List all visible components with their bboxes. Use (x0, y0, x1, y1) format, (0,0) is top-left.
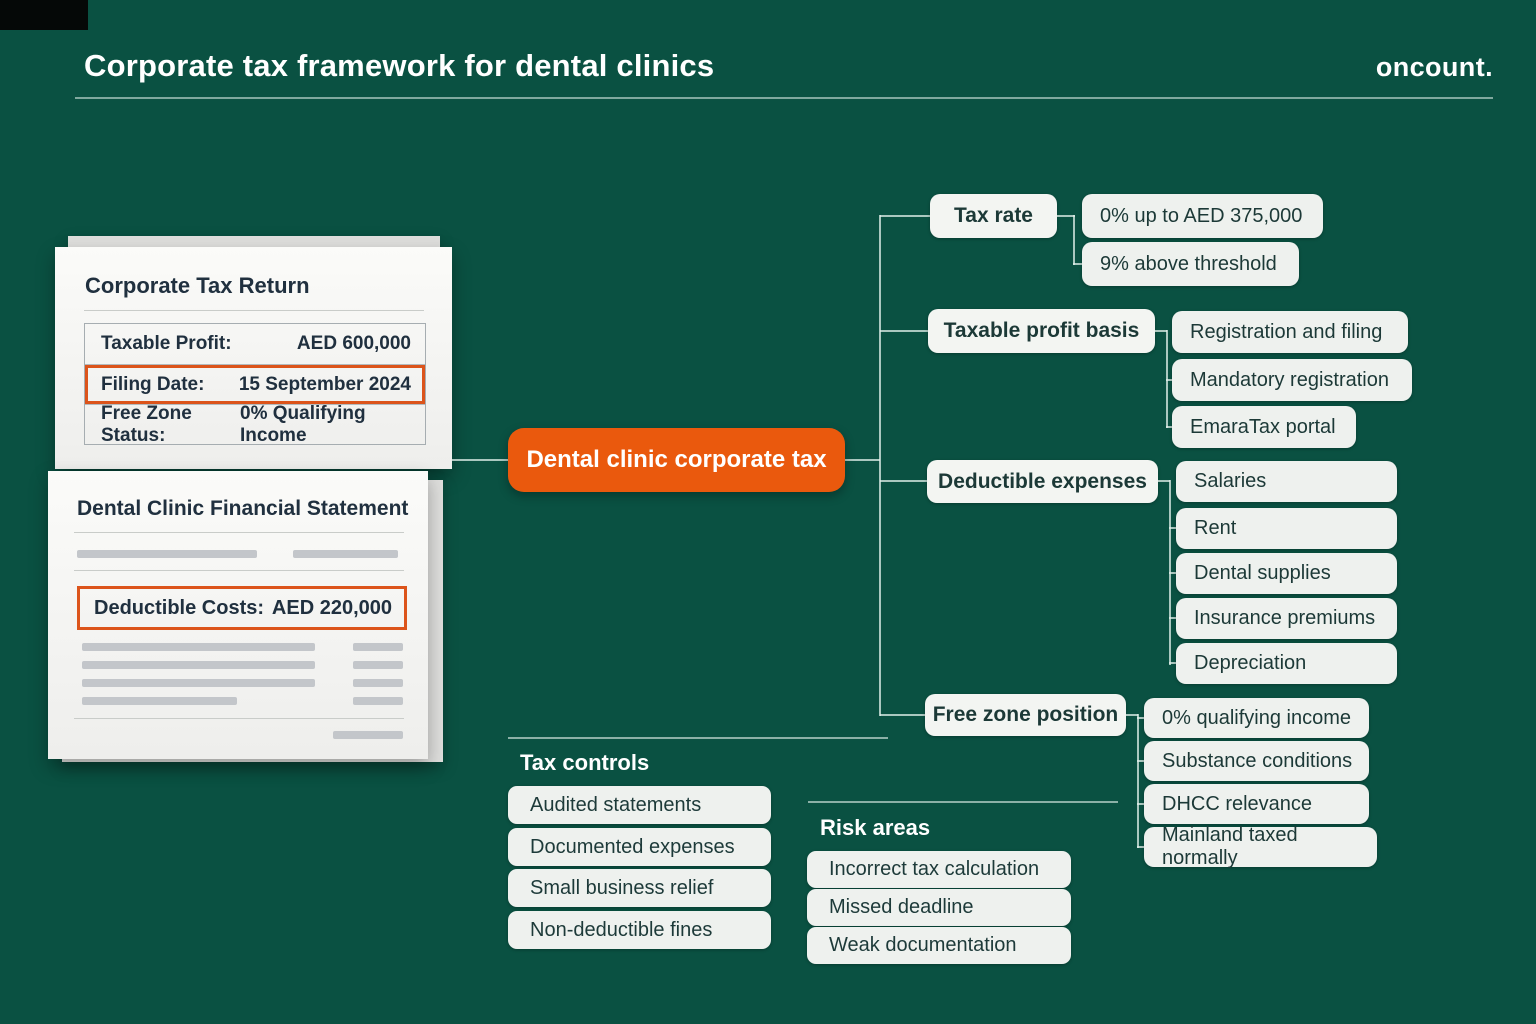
placeholder-bar (353, 643, 403, 651)
document-title: Corporate Tax Return (85, 273, 310, 298)
connector-branch (880, 480, 927, 482)
connector-child (1137, 760, 1144, 762)
branch-child: Mandatory registration (1172, 359, 1412, 401)
page-title: Corporate tax framework for dental clini… (84, 48, 715, 83)
list-item: Small business relief (508, 869, 771, 907)
document-divider (74, 718, 404, 719)
row-value: AED 220,000 (271, 596, 392, 619)
table-row: Free Zone Status: 0% Qualifying Income (85, 402, 425, 446)
row-value: 0% Qualifying Income (240, 402, 366, 446)
branch-child: EmaraTax portal (1172, 406, 1356, 448)
connector-child (1158, 480, 1170, 482)
list-item: Audited statements (508, 786, 771, 824)
placeholder-bar (82, 643, 315, 651)
connector-child (1155, 330, 1167, 332)
row-label: Deductible Costs: (94, 596, 265, 619)
branch-child: 9% above threshold (1082, 242, 1299, 286)
connector-child (1169, 572, 1177, 574)
placeholder-bar (82, 697, 237, 705)
tax-return-table: Taxable Profit: AED 600,000 Filing Date:… (84, 323, 426, 446)
connector-branch (880, 714, 925, 716)
connector-child (1166, 426, 1173, 428)
branch-child: DHCC relevance (1144, 784, 1369, 824)
connector-trunk (879, 215, 881, 716)
row-label: Taxable Profit: (101, 333, 232, 354)
placeholder-bar (293, 550, 398, 558)
placeholder-bar (82, 661, 315, 669)
placeholder-bar (77, 550, 257, 558)
placeholder-bar (353, 697, 403, 705)
branch-child: Depreciation (1176, 643, 1397, 684)
document-corporate-tax-return: Corporate Tax Return Taxable Profit: AED… (55, 247, 452, 469)
document-title: Dental Clinic Financial Statement (77, 497, 409, 520)
document-financial-statement: Dental Clinic Financial Statement Deduct… (48, 471, 428, 759)
row-label: Free Zone Status: (101, 402, 192, 446)
table-row-highlighted: Filing Date: 15 September 2024 (85, 364, 425, 404)
deductible-costs-highlight: Deductible Costs: AED 220,000 (77, 586, 407, 630)
connector-child (1073, 263, 1082, 265)
placeholder-bar (353, 661, 403, 669)
connector-child (1137, 803, 1144, 805)
branch-taxable-profit-basis: Taxable profit basis (928, 309, 1155, 353)
tax-controls-divider (508, 737, 888, 739)
list-item: Weak documentation (807, 927, 1071, 964)
row-value: 15 September 2024 (238, 373, 411, 395)
connector-branch (880, 215, 930, 217)
corner-artifact (0, 0, 88, 30)
row-label: Filing Date: (101, 373, 205, 395)
branch-child: Rent (1176, 508, 1397, 549)
branch-child: Substance conditions (1144, 741, 1369, 781)
placeholder-bar (82, 679, 315, 687)
branch-child: 0% up to AED 375,000 (1082, 194, 1323, 238)
connector-child (1137, 846, 1144, 848)
document-divider (84, 310, 424, 311)
list-item: Incorrect tax calculation (807, 851, 1071, 888)
connector-child (1169, 617, 1177, 619)
row-value: AED 600,000 (296, 333, 411, 354)
tax-controls-title: Tax controls (520, 750, 650, 775)
placeholder-bar (333, 731, 403, 739)
risk-areas-title: Risk areas (820, 815, 931, 840)
connector-child (1137, 714, 1139, 848)
connector-branch (880, 330, 928, 332)
connector-child (1057, 215, 1075, 217)
branch-child: Salaries (1176, 461, 1397, 502)
branch-child: 0% qualifying income (1144, 698, 1369, 738)
connector-node-to-trunk (845, 459, 880, 461)
connector-doc-to-node (452, 459, 508, 461)
branch-free-zone-position: Free zone position (925, 694, 1126, 736)
brand-logo: oncount. (1375, 52, 1493, 82)
header-divider (75, 97, 1493, 99)
connector-child (1137, 717, 1144, 719)
list-item: Missed deadline (807, 889, 1071, 926)
table-row: Taxable Profit: AED 600,000 (85, 324, 425, 364)
branch-child: Dental supplies (1176, 553, 1397, 594)
connector-child (1169, 527, 1177, 529)
branch-child: Mainland taxed normally (1144, 824, 1377, 869)
connector-child (1126, 714, 1138, 716)
document-divider (74, 570, 404, 571)
branch-child: Registration and filing (1172, 311, 1408, 353)
branch-deductible-expenses: Deductible expenses (927, 460, 1158, 503)
risk-areas-divider (808, 801, 1118, 803)
list-item: Documented expenses (508, 828, 771, 866)
connector-child (1169, 662, 1177, 664)
document-divider (74, 532, 404, 533)
central-node: Dental clinic corporate tax (508, 428, 845, 492)
branch-tax-rate: Tax rate (930, 194, 1057, 238)
connector-child (1073, 215, 1075, 265)
placeholder-bar (353, 679, 403, 687)
list-item: Non-deductible fines (508, 911, 771, 949)
branch-child: Insurance premiums (1176, 598, 1397, 639)
connector-child (1166, 379, 1173, 381)
